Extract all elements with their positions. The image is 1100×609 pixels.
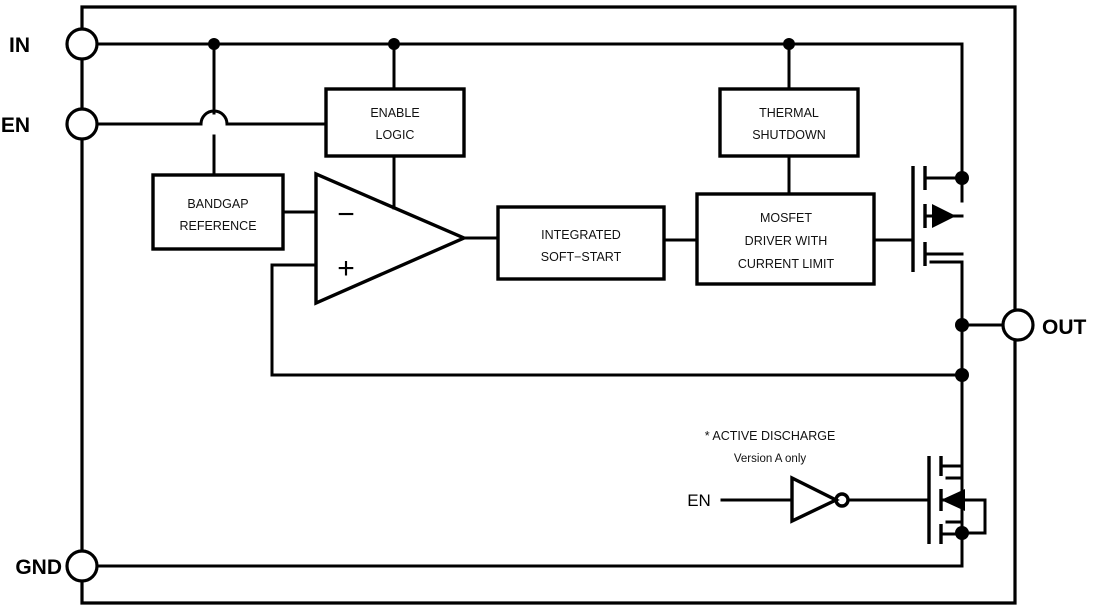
inverter-bubble-icon [834,492,850,508]
thermal-shutdown-block[interactable]: THERMAL SHUTDOWN [718,87,860,158]
bandgap-label-2: REFERENCE [179,219,256,233]
active-discharge-version: Version A only [734,453,806,465]
enable-logic-label-2: LOGIC [376,128,415,142]
junction-dot-in-thermal [783,38,795,50]
in-pin-terminal[interactable] [65,27,99,61]
soft-start-label-2: SOFT−START [541,250,622,264]
junction-dot-in-enable [388,38,400,50]
error-amplifier[interactable]: − + [314,171,469,306]
enable-logic-label-1: ENABLE [370,106,419,120]
discharge-en-label: EN [687,491,711,510]
soft-start-label-1: INTEGRATED [541,228,621,242]
in-pin-label: IN [9,34,30,57]
discharge-nmos-transistor[interactable] [927,456,987,544]
mosfet-driver-label-3: CURRENT LIMIT [738,257,835,271]
junction-dot-discharge-source [955,526,969,540]
en-pin-terminal[interactable] [65,107,99,141]
discharge-inverter[interactable] [790,475,850,524]
in-supply-rail [80,42,964,203]
active-discharge-note: * ACTIVE DISCHARGE [705,429,836,443]
junction-dot-out-node [955,318,969,332]
en-wire-hop-arc [199,109,229,126]
mosfet-driver-label-2: DRIVER WITH [745,234,828,248]
feedback-wire [270,263,964,377]
amp-plus-input-label: + [337,252,355,285]
junction-dot-pass-drain [955,171,969,185]
pmos-bulk-arrow [932,204,956,228]
gnd-pin-terminal[interactable] [65,549,99,583]
thermal-shutdown-label-2: SHUTDOWN [752,128,826,142]
integrated-soft-start-block[interactable]: INTEGRATED SOFT−START [496,205,666,281]
mosfet-driver-label-1: MOSFET [760,211,812,225]
device-outline-frame [80,5,1017,605]
enable-logic-block[interactable]: ENABLE LOGIC [324,87,466,158]
bandgap-label-1: BANDGAP [187,197,248,211]
amp-minus-input-label: − [337,198,355,231]
bandgap-reference-block[interactable]: BANDGAP REFERENCE [151,173,285,251]
out-pin-label: OUT [1042,316,1087,339]
junction-dot-feedback-tap [955,368,969,382]
gnd-pin-label: GND [15,556,62,579]
nmos-bulk-arrow [941,489,965,511]
junction-dot-in-bandgap [208,38,220,50]
pass-pmos-transistor[interactable] [911,166,964,272]
mosfet-driver-block[interactable]: MOSFET DRIVER WITH CURRENT LIMIT [695,192,876,286]
thermal-shutdown-label-1: THERMAL [759,106,819,120]
out-pin-terminal[interactable] [1001,308,1035,342]
pass-fet-drain-to-out-wire [929,260,964,568]
en-pin-label: EN [1,114,30,137]
